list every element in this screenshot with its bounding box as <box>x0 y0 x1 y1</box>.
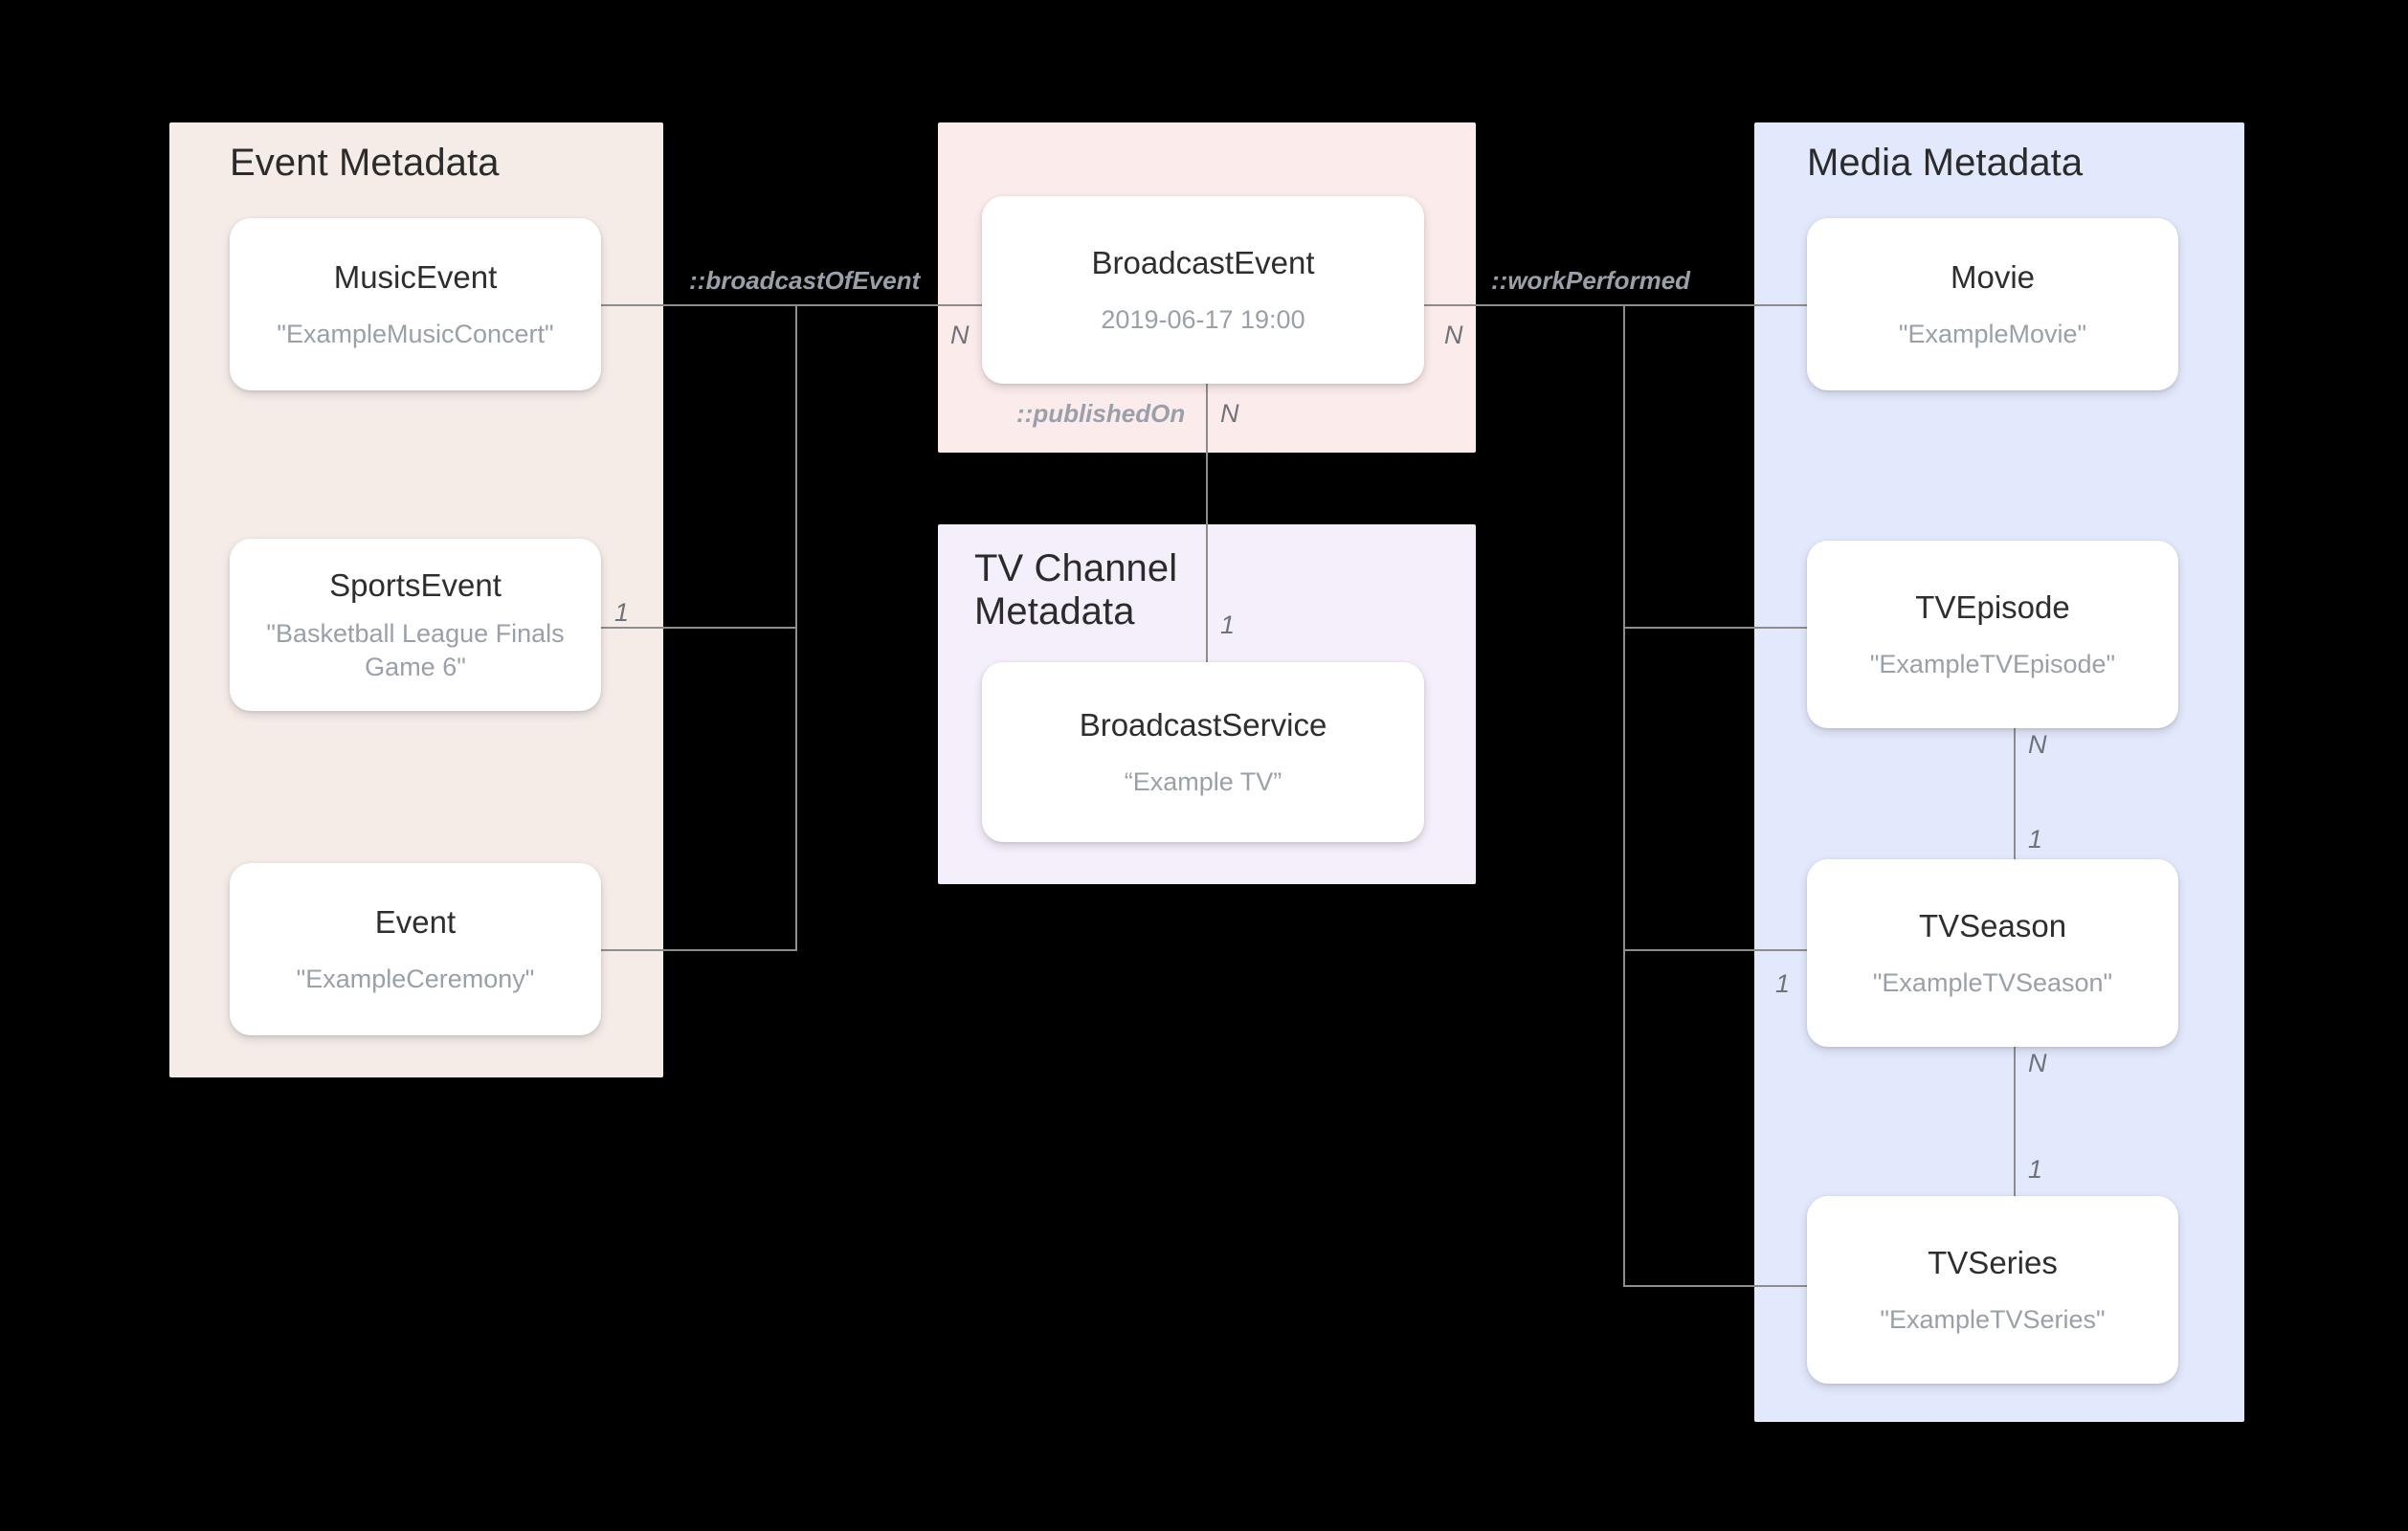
connector-tv-episode-branch <box>1623 627 1807 629</box>
connector-sports-event-horizontal <box>601 627 796 629</box>
entity-card-music-event[interactable]: MusicEvent "ExampleMusicConcert" <box>230 218 601 390</box>
relation-label-published-on: ::publishedOn <box>1016 399 1186 428</box>
entity-value-broadcast-service: “Example TV” <box>1124 766 1282 796</box>
entity-card-event[interactable]: Event "ExampleCeremony" <box>230 863 601 1035</box>
entity-type-movie: Movie <box>1950 258 2036 295</box>
connector-work-performed-horizontal <box>1424 304 1826 306</box>
entity-type-event: Event <box>374 903 457 940</box>
connector-right-bus-vertical <box>1623 304 1625 1286</box>
connector-left-bus-vertical <box>795 304 797 951</box>
entity-card-tv-season[interactable]: TVSeason "ExampleTVSeason" <box>1807 859 2178 1047</box>
entity-type-broadcast-event: BroadcastEvent <box>1091 244 1315 280</box>
entity-value-music-event: "ExampleMusicConcert" <box>277 319 554 348</box>
entity-card-movie[interactable]: Movie "ExampleMovie" <box>1807 218 2178 390</box>
connector-tv-season-branch <box>1623 949 1807 951</box>
cardinality-broadcast-service-top: 1 <box>1220 610 1236 639</box>
cardinality-tv-season-top: 1 <box>2028 825 2043 854</box>
entity-card-sports-event[interactable]: SportsEvent "Basketball League Finals Ga… <box>230 539 601 711</box>
cardinality-tv-season-left: 1 <box>1775 969 1791 998</box>
group-title-media-metadata: Media Metadata <box>1807 142 2084 184</box>
entity-type-tv-series: TVSeries <box>1928 1244 2058 1280</box>
entity-value-tv-episode: "ExampleTVEpisode" <box>1869 649 2116 678</box>
cardinality-tv-episode-bottom: N <box>2028 730 2047 759</box>
entity-value-movie: "ExampleMovie" <box>1898 319 2087 348</box>
connector-published-on-vertical <box>1206 383 1208 662</box>
entity-type-tv-episode: TVEpisode <box>1915 588 2070 625</box>
relation-label-work-performed: ::workPerformed <box>1491 266 1691 295</box>
relation-label-broadcast-of-event: ::broadcastOfEvent <box>689 266 921 295</box>
group-title-tv-channel-metadata: TV Channel Metadata <box>974 547 1178 632</box>
group-title-event-metadata: Event Metadata <box>230 142 500 184</box>
connector-episode-season-vertical <box>2014 727 2016 904</box>
cardinality-broadcast-event-left: N <box>950 321 970 349</box>
entity-type-music-event: MusicEvent <box>333 258 498 295</box>
entity-type-sports-event: SportsEvent <box>329 566 502 603</box>
connector-event-horizontal <box>601 949 796 951</box>
cardinality-tv-series-top: 1 <box>2028 1155 2043 1184</box>
connector-season-series-vertical <box>2014 1046 2016 1228</box>
cardinality-broadcast-event-right: N <box>1444 321 1463 349</box>
entity-card-tv-series[interactable]: TVSeries "ExampleTVSeries" <box>1807 1196 2178 1384</box>
entity-value-sports-event: "Basketball League Finals Game 6" <box>266 619 565 681</box>
entity-card-tv-episode[interactable]: TVEpisode "ExampleTVEpisode" <box>1807 541 2178 728</box>
cardinality-broadcast-event-bottom: N <box>1220 399 1239 428</box>
cardinality-tv-season-bottom: N <box>2028 1049 2047 1077</box>
entity-card-broadcast-event[interactable]: BroadcastEvent 2019-06-17 19:00 <box>982 196 1424 384</box>
connector-broadcast-of-event-horizontal <box>795 304 1092 306</box>
entity-type-tv-season: TVSeason <box>1918 907 2067 943</box>
connector-music-event-horizontal <box>601 304 796 306</box>
entity-card-broadcast-service[interactable]: BroadcastService “Example TV” <box>982 662 1424 842</box>
entity-value-tv-season: "ExampleTVSeason" <box>1872 967 2113 997</box>
cardinality-sports-event-right: 1 <box>614 598 630 627</box>
entity-value-event: "ExampleCeremony" <box>296 964 535 993</box>
entity-value-tv-series: "ExampleTVSeries" <box>1880 1304 2106 1334</box>
entity-type-broadcast-service: BroadcastService <box>1079 706 1327 743</box>
connector-tv-series-branch <box>1623 1285 1807 1287</box>
entity-value-broadcast-event: 2019-06-17 19:00 <box>1101 304 1305 334</box>
